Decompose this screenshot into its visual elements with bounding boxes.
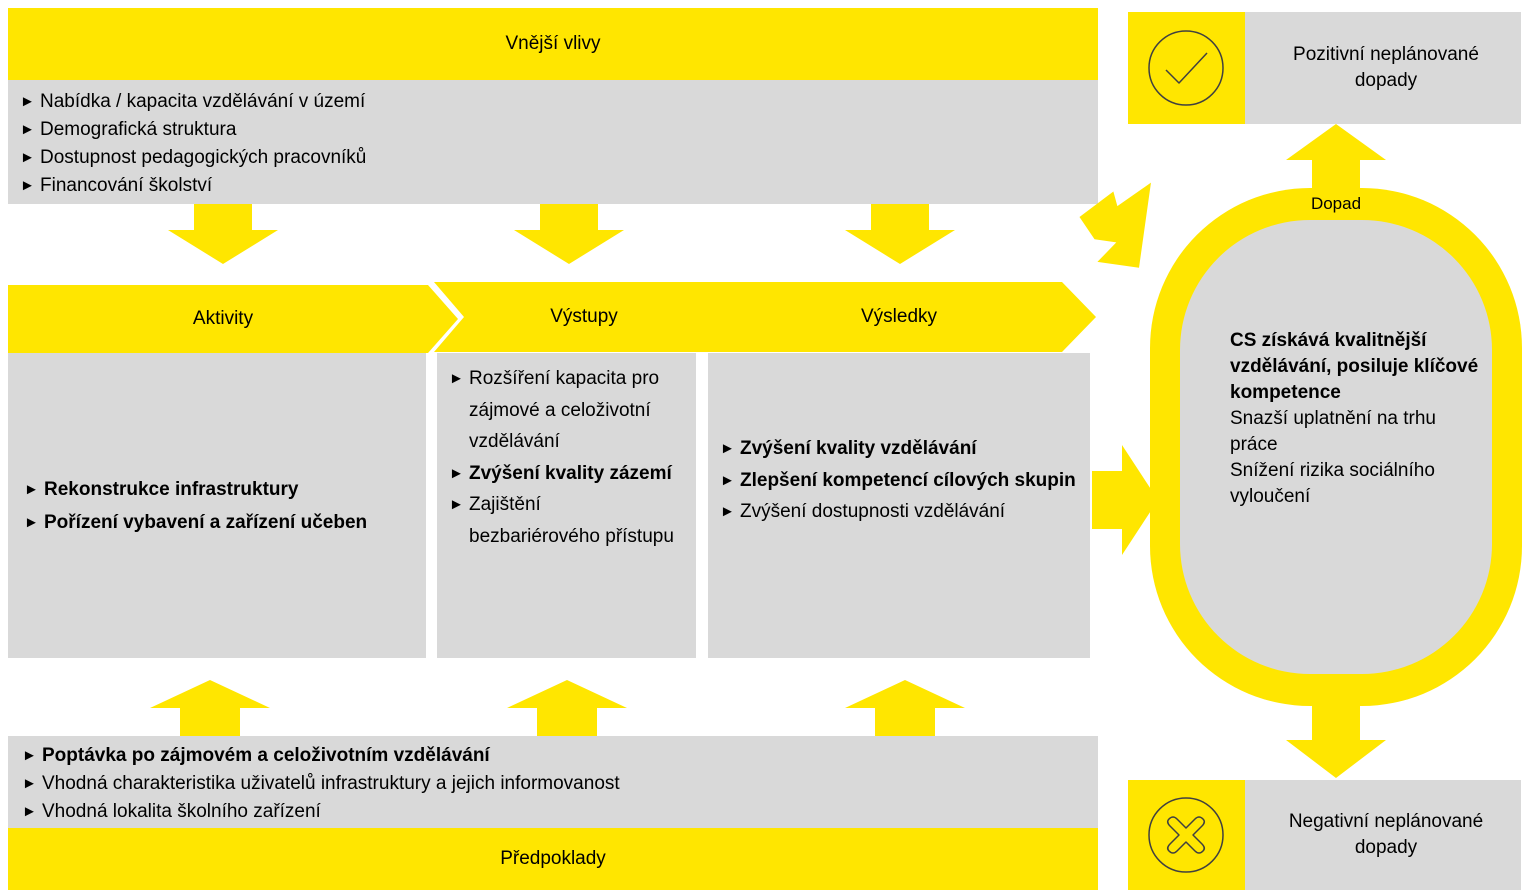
results-title: Výsledky xyxy=(860,306,938,327)
positive-impacts-label: Pozitivní neplánované dopady xyxy=(1293,44,1479,91)
list-item: ►Vhodná charakteristika uživatelů infras… xyxy=(22,773,620,794)
arrow-down-icon xyxy=(1286,706,1386,778)
arrow-up-icon xyxy=(845,680,965,738)
arrow-down-icon xyxy=(845,204,955,264)
impact-body xyxy=(1180,220,1492,674)
list-item: ►Pořízení vybavení a zařízení učeben xyxy=(24,511,368,533)
list-item: ►Rekonstrukce infrastruktury xyxy=(24,478,299,500)
list-item: ►Financování školství xyxy=(20,175,213,196)
negative-impacts-label: Negativní neplánované dopady xyxy=(1288,811,1484,858)
arrow-up-icon xyxy=(150,680,270,738)
arrow-up-icon xyxy=(507,680,627,738)
activities-chevron xyxy=(8,285,458,353)
impact-line: Snazší uplatnění na trhu práce xyxy=(1230,408,1436,455)
results-chevron xyxy=(704,282,1096,352)
list-item: ►Zlepšení kompetencí cílových skupin xyxy=(720,469,1076,491)
arrow-down-icon xyxy=(168,204,278,264)
results-panel: ►Zvýšení kvality vzdělávání ►Zlepšení ko… xyxy=(708,353,1090,658)
arrow-up-icon xyxy=(1286,124,1386,190)
impact-bold-text: CS získává kvalitnější vzdělávání, posil… xyxy=(1230,330,1479,403)
impact-text: CS získává kvalitnější vzdělávání, posil… xyxy=(1230,328,1480,510)
activities-title: Aktivity xyxy=(192,308,254,329)
list-item: ►Zajištění bezbariérového přístupu xyxy=(449,494,674,547)
x-circle-icon xyxy=(1148,797,1224,873)
outputs-chevron xyxy=(434,282,736,352)
assumptions-title: Předpoklady xyxy=(500,848,606,869)
activities-panel: ►Rekonstrukce infrastruktury ►Pořízení v… xyxy=(8,353,426,658)
list-item: ►Demografická struktura xyxy=(20,119,237,140)
list-item: ►Vhodná lokalita školního zařízení xyxy=(22,801,321,822)
list-item: ►Rozšíření kapacita pro zájmové a celoži… xyxy=(449,368,660,452)
outputs-panel: ►Rozšíření kapacita pro zájmové a celoži… xyxy=(437,353,696,658)
assumptions-header: Předpoklady xyxy=(8,828,1098,890)
list-item: ►Zvýšení dostupnosti vzdělávání xyxy=(720,501,1006,522)
check-circle-icon xyxy=(1148,30,1224,106)
arrow-down-icon xyxy=(514,204,624,264)
list-item: ►Zvýšení kvality vzdělávání xyxy=(720,438,977,459)
list-item: ►Dostupnost pedagogických pracovníků xyxy=(20,147,367,168)
list-item: ►Poptávka po zájmovém a celoživotním vzd… xyxy=(22,745,490,766)
assumptions-list: ►Poptávka po zájmovém a celoživotním vzd… xyxy=(8,736,1098,828)
arrow-right-icon xyxy=(1092,445,1158,555)
arrow-diagonal-icon xyxy=(1079,182,1151,268)
outputs-title: Výstupy xyxy=(550,306,618,327)
impact-line: Snížení rizika sociálního vyloučení xyxy=(1230,460,1435,507)
list-item: ►Zvýšení kvality zázemí xyxy=(449,462,672,484)
external-influences-list: ►Nabídka / kapacita vzdělávání v území ►… xyxy=(8,80,1098,204)
external-influences-title: Vnější vlivy xyxy=(505,33,601,54)
external-influences-header: Vnější vlivy xyxy=(8,8,1098,80)
list-item: ►Nabídka / kapacita vzdělávání v území xyxy=(20,91,366,112)
impact-label: Dopad xyxy=(1310,194,1362,213)
